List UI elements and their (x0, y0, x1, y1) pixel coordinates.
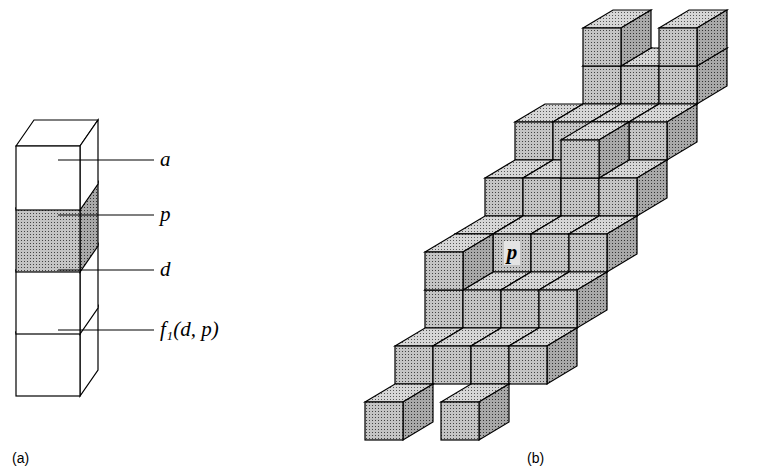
cube (365, 384, 433, 440)
panel-caption: (a) (12, 451, 29, 466)
part-label: a (160, 148, 171, 171)
cube-front (16, 332, 80, 396)
cube-front (441, 402, 479, 440)
cube (569, 216, 637, 272)
cube-front (509, 346, 547, 384)
part-label: p (504, 241, 521, 264)
cube-front (561, 178, 599, 216)
cube-front (471, 346, 509, 384)
cube-side (607, 216, 637, 272)
leader-line (58, 159, 154, 160)
cube-column (16, 120, 98, 396)
cube (509, 328, 577, 384)
cube-front (515, 122, 553, 160)
cube-front (629, 122, 667, 160)
part-label: f₁(d, p) (160, 318, 219, 341)
cube-front (425, 252, 463, 290)
cube-side (403, 384, 433, 440)
cube-front (493, 234, 531, 272)
cube (425, 234, 493, 290)
cube-front (531, 234, 569, 272)
cube-front (583, 66, 621, 104)
cube-side (577, 272, 607, 328)
cube-front (425, 290, 463, 328)
leader-line (58, 214, 154, 215)
cube-front (433, 346, 471, 384)
panel-caption: (b) (527, 451, 544, 466)
cube-front (16, 270, 80, 334)
part-label: p (160, 203, 171, 226)
cube-side (479, 384, 509, 440)
cube-front (561, 140, 599, 178)
cube-assembly (365, 10, 727, 440)
cube-side (547, 328, 577, 384)
cube (561, 122, 629, 178)
leader-line (58, 329, 154, 330)
cube-front (659, 28, 697, 66)
leader-line (58, 269, 154, 270)
cube (629, 104, 697, 160)
cube-front (583, 28, 621, 66)
cube-front (16, 146, 80, 210)
cube (539, 272, 607, 328)
cube-front (569, 234, 607, 272)
cube-front (599, 178, 637, 216)
cube-front (485, 178, 523, 216)
cube-side (637, 160, 667, 216)
cube-side (599, 122, 629, 178)
leader-lines (58, 160, 154, 330)
cube-front (621, 66, 659, 104)
cube-front (539, 290, 577, 328)
cube-front (523, 178, 561, 216)
cube-side (697, 10, 727, 66)
cube (659, 10, 727, 66)
cube-side (621, 10, 651, 66)
part-label: d (160, 258, 171, 281)
cube (441, 384, 509, 440)
cube-front (501, 290, 539, 328)
cube-side (463, 234, 493, 290)
cube-front (365, 402, 403, 440)
cube-side (667, 104, 697, 160)
cube-side (80, 120, 98, 210)
cube (16, 120, 98, 210)
cube-front (463, 290, 501, 328)
cube-front (395, 346, 433, 384)
cube (583, 10, 651, 66)
cube-front (16, 208, 80, 272)
cube-front (659, 66, 697, 104)
